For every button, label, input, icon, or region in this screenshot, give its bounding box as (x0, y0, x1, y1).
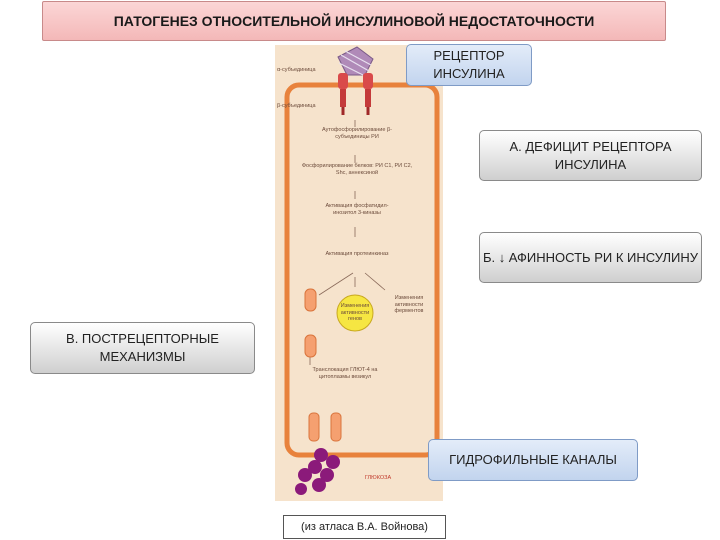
insulin-receptor (338, 73, 373, 115)
enzyme-activity-label: Изменения активности ферментов (394, 295, 424, 314)
callout-postreceptor-mechanisms: В. ПОСТРЕЦЕПТОРНЫЕ МЕХАНИЗМЫ (30, 322, 255, 374)
step-protein-phosphorylation: Фосфорилирование белков: РИ С1, РИ С2, S… (301, 163, 413, 176)
callout-insulin-receptor: РЕЦЕПТОР ИНСУЛИНА (406, 44, 532, 86)
callout-receptor-deficit: А. ДЕФИЦИТ РЕЦЕПТОРА ИНСУЛИНА (479, 130, 702, 181)
glut4-vesicles (304, 288, 342, 442)
glut4-translocation-label: Транслокация ГЛЮТ-4 на цитоплазмы везику… (312, 367, 378, 380)
insulin-signaling-figure: α-субъединица β-субъединица Аутофосфорил… (275, 45, 443, 501)
cell-diagram (284, 46, 440, 495)
insulin-molecule (337, 46, 374, 76)
glucose-label: ГЛЮКОЗА (364, 475, 392, 481)
gene-activity-label: Изменения активности генов (340, 303, 370, 322)
beta-subunit-label: β-субъединица (277, 103, 316, 109)
gene-activity-circle (336, 294, 374, 332)
step-protein-kinases: Активация протеинкиназ (325, 251, 389, 257)
glucose-molecules (295, 448, 340, 495)
page-title: ПАТОГЕНЕЗ ОТНОСИТЕЛЬНОЙ ИНСУЛИНОВОЙ НЕДО… (42, 1, 666, 41)
cell-membrane (284, 82, 440, 458)
step-pi3k-activation: Активация фосфатидил-инозитол 3-киназы (325, 203, 389, 216)
callout-affinity-decrease: Б. ↓ АФИННОСТЬ РИ К ИНСУЛИНУ (479, 232, 702, 283)
alpha-subunit-label: α-субъединица (277, 67, 316, 73)
step-autophosphorylation: Аутофосфорилирование β-субъединицы РИ (322, 127, 392, 140)
source-citation: (из атласа В.А. Войнова) (283, 515, 446, 539)
callout-hydrophilic-channels: ГИДРОФИЛЬНЫЕ КАНАЛЫ (428, 439, 638, 481)
